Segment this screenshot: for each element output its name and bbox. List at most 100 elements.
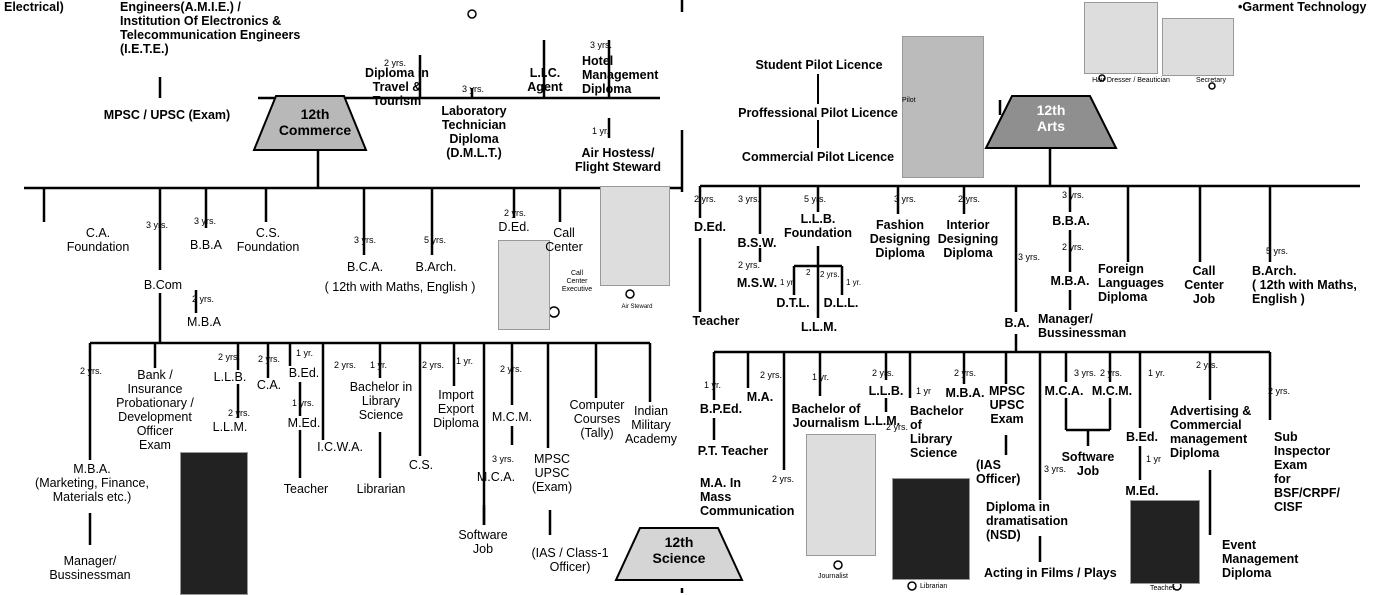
indian-military-academy: Indian Military Academy (624, 404, 678, 446)
electrical-label: Electrical) (4, 0, 64, 14)
ba-duration: 3 yrs. (1018, 252, 1041, 262)
sub-inspector-duration: 2 yrs. (1268, 386, 1291, 396)
commerce-box (252, 95, 368, 151)
arts-mba: M.B.A. (1050, 274, 1090, 288)
bped-duration: 1 yr. (704, 380, 722, 390)
arts-mba2-duration: 2 yrs. (954, 368, 977, 378)
dmlt-duration: 3 yrs. (462, 84, 485, 94)
science-box (614, 527, 744, 581)
bachelor-of-journalism: Bachelor of Journalism (791, 402, 861, 430)
science-title: 12th Science (652, 534, 706, 566)
travel-duration: 2 yrs. (384, 58, 407, 68)
med-duration: 1 yrs. (292, 398, 315, 408)
bed-label: B.Ed. (288, 366, 320, 380)
barch-duration: 5 yrs. (424, 235, 447, 245)
commerce-ias-officer: (IAS / Class-1 Officer) (531, 546, 609, 574)
student-pilot-licence: Student Pilot Licence (755, 58, 883, 72)
call-center-label: Call Center (545, 226, 583, 254)
mca-duration: 3 yrs. (492, 454, 515, 464)
arts-bachelor-library-science: Bachelor of Library Science (910, 404, 964, 460)
acting-films-plays: Acting in Films / Plays (984, 566, 1117, 580)
arts-med-duration: 1 yr (1146, 454, 1162, 464)
arts-bba: B.B.A. (1052, 214, 1090, 228)
graduate-picture (180, 452, 248, 595)
arts-box (984, 95, 1118, 149)
bba-label: B.B.A (190, 238, 222, 252)
advertising-duration: 2 yrs. (1196, 360, 1219, 370)
arts-mpsc-upsc-exam: MPSC UPSC Exam (988, 384, 1026, 426)
llb-label: L.L.B. (213, 370, 247, 384)
commercial-pilot-licence: Commercial Pilot Licence (741, 150, 895, 164)
bca-label: B.C.A. (346, 260, 384, 274)
arts-bed: B.Ed. (1126, 430, 1158, 444)
import-export-diploma: Import Export Diploma (433, 388, 479, 430)
event-management-diploma: Event Management Diploma (1222, 538, 1299, 580)
lic-agent: L.I.C. Agent (527, 66, 563, 94)
bped-label: B.P.Ed. (699, 402, 743, 416)
mba-marketing: M.B.A. (Marketing, Finance, Materials et… (35, 462, 149, 504)
arts-mba-2: M.B.A. (945, 386, 985, 400)
commerce-software-job: Software Job (458, 528, 508, 556)
arts-mca: M.C.A. (1044, 384, 1084, 398)
arts-call-center-job: Call Center Job (1184, 264, 1224, 306)
teacher-picture (1130, 500, 1200, 584)
arts-teacher: Teacher (692, 314, 740, 328)
teacher-caption: Teacher (1150, 585, 1175, 592)
air-hostess-flight-steward: Air Hostess/ Flight Steward (574, 146, 662, 174)
arts-title: 12th Arts (1036, 102, 1066, 134)
arts-med: M.Ed. (1125, 484, 1159, 498)
dtl-duration: 1 yr. (780, 278, 796, 287)
ded-duration: 2 yrs. (504, 208, 527, 218)
librarian-picture (892, 478, 970, 580)
bsw-duration: 3 yrs. (738, 194, 761, 204)
amie-label: Engineers(A.M.I.E.) / Institution Of Ele… (120, 0, 301, 56)
import-duration-1: 2 yrs. (422, 360, 445, 370)
llm-mid-duration: 2 (806, 268, 811, 277)
call-center-executive-caption: Call Center Executive (561, 270, 593, 293)
mca-label: M.C.A. (476, 470, 516, 484)
blib-duration-2: 1 yr. (370, 360, 388, 370)
arts-librarian-caption: Librarian (920, 583, 948, 590)
msw-duration: 2 yrs. (738, 260, 761, 270)
arts-llb-duration: 2 yrs. (872, 368, 895, 378)
mpsc-upsc-exam-label: MPSC / UPSC (Exam) (103, 108, 231, 122)
msw-label: M.S.W. (736, 276, 778, 290)
arts-llm-2: L.L.M. (864, 414, 901, 428)
journalist-picture (806, 434, 876, 556)
commerce-mpsc-upsc-exam: MPSC UPSC (Exam) (531, 452, 573, 494)
arts-bba-duration: 3 yrs. (1062, 190, 1085, 200)
mcm-duration: 2 yrs. (500, 364, 523, 374)
arts-bed-duration: 1 yr. (1148, 368, 1166, 378)
dmlt-diploma: Laboratory Technician Diploma (D.M.L.T.) (441, 104, 507, 160)
commerce-title: 12th Commerce (278, 106, 352, 138)
arts-mca-duration: 3 yrs. (1074, 368, 1097, 378)
llb-foundation-duration: 5 yrs. (804, 194, 827, 204)
ma-mass-communication: M.A. In Mass Communication (700, 476, 795, 518)
commerce-teacher: Teacher (283, 482, 329, 496)
arts-software-duration: 3 yrs. (1044, 464, 1067, 474)
bca-barch-note: ( 12th with Maths, English ) (324, 280, 476, 294)
arts-software-job: Software Job (1061, 450, 1115, 478)
dll-label: D.L.L. (823, 296, 859, 310)
arts-ded-duration: 2 yrs. (694, 194, 717, 204)
arts-manager: Manager/ Bussinessman (1038, 312, 1127, 340)
bca-duration: 3 yrs. (354, 235, 377, 245)
hair-dresser-caption: Hair Dresser / Beautician (1092, 77, 1170, 84)
hotel-duration: 3 yrs. (590, 40, 613, 50)
air-hostess-duration: 1 yr. (592, 126, 610, 136)
ma-label: M.A. (746, 390, 774, 404)
bba-duration: 3 yrs. (194, 216, 217, 226)
advertising-diploma: Advertising & Commercial management Dipl… (1170, 404, 1252, 460)
bcom-duration: 3 yrs. (146, 220, 169, 230)
arts-mcm: M.C.M. (1091, 384, 1133, 398)
ma-mass-duration: 2 yrs. (772, 474, 795, 484)
barch-label: B.Arch. (415, 260, 457, 274)
cs-foundation: C.S. Foundation (236, 226, 300, 254)
journalist-caption: Journalist (818, 573, 848, 580)
pilot-caption: Pilot (902, 97, 916, 104)
commerce-librarian: Librarian (356, 482, 406, 496)
journalism-duration: 1 yr. (812, 372, 830, 382)
bed-duration: 1 yr. (296, 348, 314, 358)
